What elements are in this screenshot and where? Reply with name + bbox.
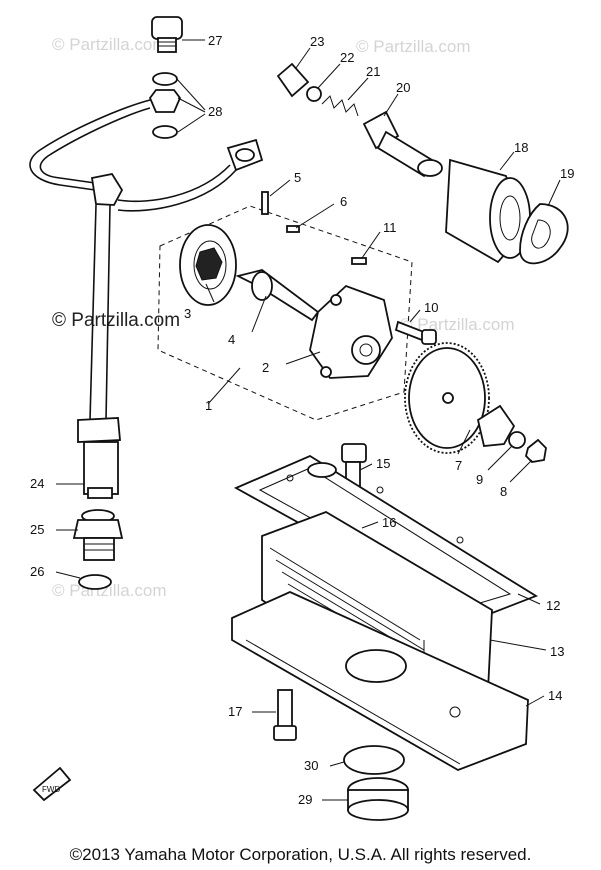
label-1: 1 xyxy=(205,398,212,413)
label-28: 28 xyxy=(208,104,222,119)
label-10: 10 xyxy=(424,300,438,315)
label-5: 5 xyxy=(294,170,301,185)
oil-pump-assembly-outline xyxy=(157,205,413,421)
part-14-oil-pan xyxy=(231,591,529,771)
part-25-union-fitting xyxy=(72,509,124,561)
label-13: 13 xyxy=(550,644,564,659)
label-8: 8 xyxy=(500,484,507,499)
label-12: 12 xyxy=(546,598,560,613)
part-26-washer xyxy=(78,574,112,590)
part-6-pin xyxy=(286,225,300,233)
part-30-gasket xyxy=(343,745,405,775)
label-16: 16 xyxy=(382,515,396,530)
label-9: 9 xyxy=(476,472,483,487)
label-22: 22 xyxy=(340,50,354,65)
part-18-oil-filter xyxy=(445,158,531,264)
fwd-arrow-icon: FWD xyxy=(32,766,72,802)
label-23: 23 xyxy=(310,34,324,49)
copyright-notice: ©2013 Yamaha Motor Corporation, U.S.A. A… xyxy=(69,845,532,864)
part-8-nut xyxy=(525,438,547,463)
label-21: 21 xyxy=(366,64,380,79)
oil-delivery-pipe xyxy=(29,99,264,499)
part-19-filter-gasket xyxy=(519,203,569,265)
label-30: 30 xyxy=(304,758,318,773)
part-28-gaskets xyxy=(148,72,182,139)
part-4-pump-shaft xyxy=(235,269,320,322)
label-26: 26 xyxy=(30,564,44,579)
part-3-rotor xyxy=(179,224,237,306)
label-24: 24 xyxy=(30,476,44,491)
label-7: 7 xyxy=(455,458,462,473)
label-11: 11 xyxy=(383,220,397,235)
part-23-plug xyxy=(276,62,310,98)
watermark-top-right: © Partzilla.com xyxy=(356,37,471,56)
part-21-spring xyxy=(321,95,359,117)
label-15: 15 xyxy=(376,456,390,471)
label-18: 18 xyxy=(514,140,528,155)
watermark-top-left: © Partzilla.com xyxy=(52,35,167,54)
label-3: 3 xyxy=(184,306,191,321)
label-20: 20 xyxy=(396,80,410,95)
label-19: 19 xyxy=(560,166,574,181)
part-11-pin xyxy=(351,257,367,265)
label-2: 2 xyxy=(262,360,269,375)
part-2-pump-housing xyxy=(309,284,393,379)
part-5-pin xyxy=(261,191,269,215)
label-6: 6 xyxy=(340,194,347,209)
label-14: 14 xyxy=(548,688,562,703)
part-29-drain-plug xyxy=(347,777,409,821)
leader-lines xyxy=(55,39,561,801)
label-29: 29 xyxy=(298,792,312,807)
label-25: 25 xyxy=(30,522,44,537)
fwd-badge-text: FWD xyxy=(42,785,60,794)
watermark-mid-left: © Partzilla.com xyxy=(52,310,180,331)
part-27-union-bolt xyxy=(151,16,183,53)
label-4: 4 xyxy=(228,332,235,347)
part-17-bolt xyxy=(273,689,297,741)
part-20-filter-bolt xyxy=(362,110,443,178)
part-22-ball xyxy=(306,86,322,102)
label-27: 27 xyxy=(208,33,222,48)
part-7-drive-gear xyxy=(404,342,516,454)
part-10-screw xyxy=(394,320,437,345)
part-9-washer xyxy=(508,431,526,449)
label-17: 17 xyxy=(228,704,242,719)
